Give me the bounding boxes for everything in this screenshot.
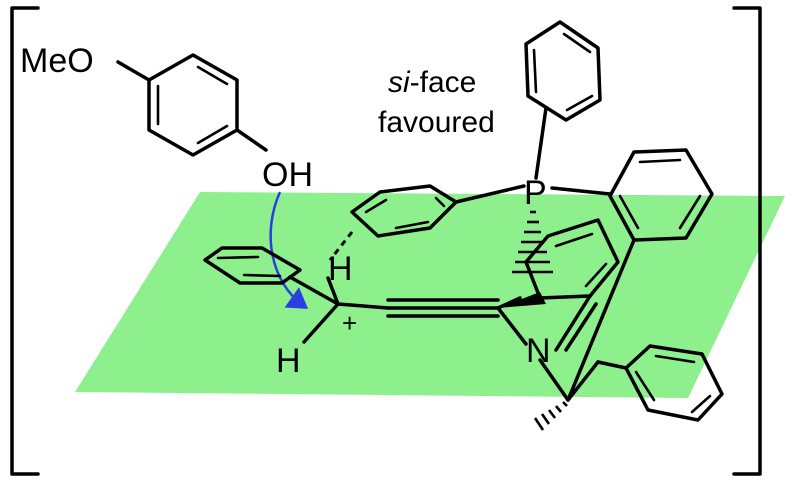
- favoured-label: favoured: [378, 106, 495, 139]
- left-bracket: [10, 6, 40, 476]
- green-plane: [75, 192, 785, 398]
- charge-label: +: [342, 308, 357, 338]
- hydrogen-bottom-label: H: [276, 342, 301, 380]
- phenyl-left: [203, 246, 340, 306]
- indoline: [496, 218, 620, 352]
- phosphorus-label: P: [524, 174, 547, 212]
- hydroxyl-label: OH: [262, 156, 313, 194]
- nitrogen-label: N: [526, 332, 551, 370]
- face-label: si-face: [388, 66, 476, 99]
- biaryl-ring: [550, 148, 714, 402]
- phenyl-on-p-left: [328, 184, 526, 261]
- phenyl-top: [524, 20, 602, 180]
- right-bracket: [732, 6, 762, 476]
- hydrogen-top-label: H: [328, 250, 353, 288]
- methoxy-label: MeO: [20, 42, 94, 80]
- propargyl-chain: [302, 276, 522, 344]
- face-rest: -face: [410, 66, 477, 99]
- hashed-wedge: [512, 210, 553, 274]
- face-italic: si: [388, 66, 411, 99]
- n-substituent: [533, 344, 724, 431]
- methoxyphenol: [116, 53, 268, 157]
